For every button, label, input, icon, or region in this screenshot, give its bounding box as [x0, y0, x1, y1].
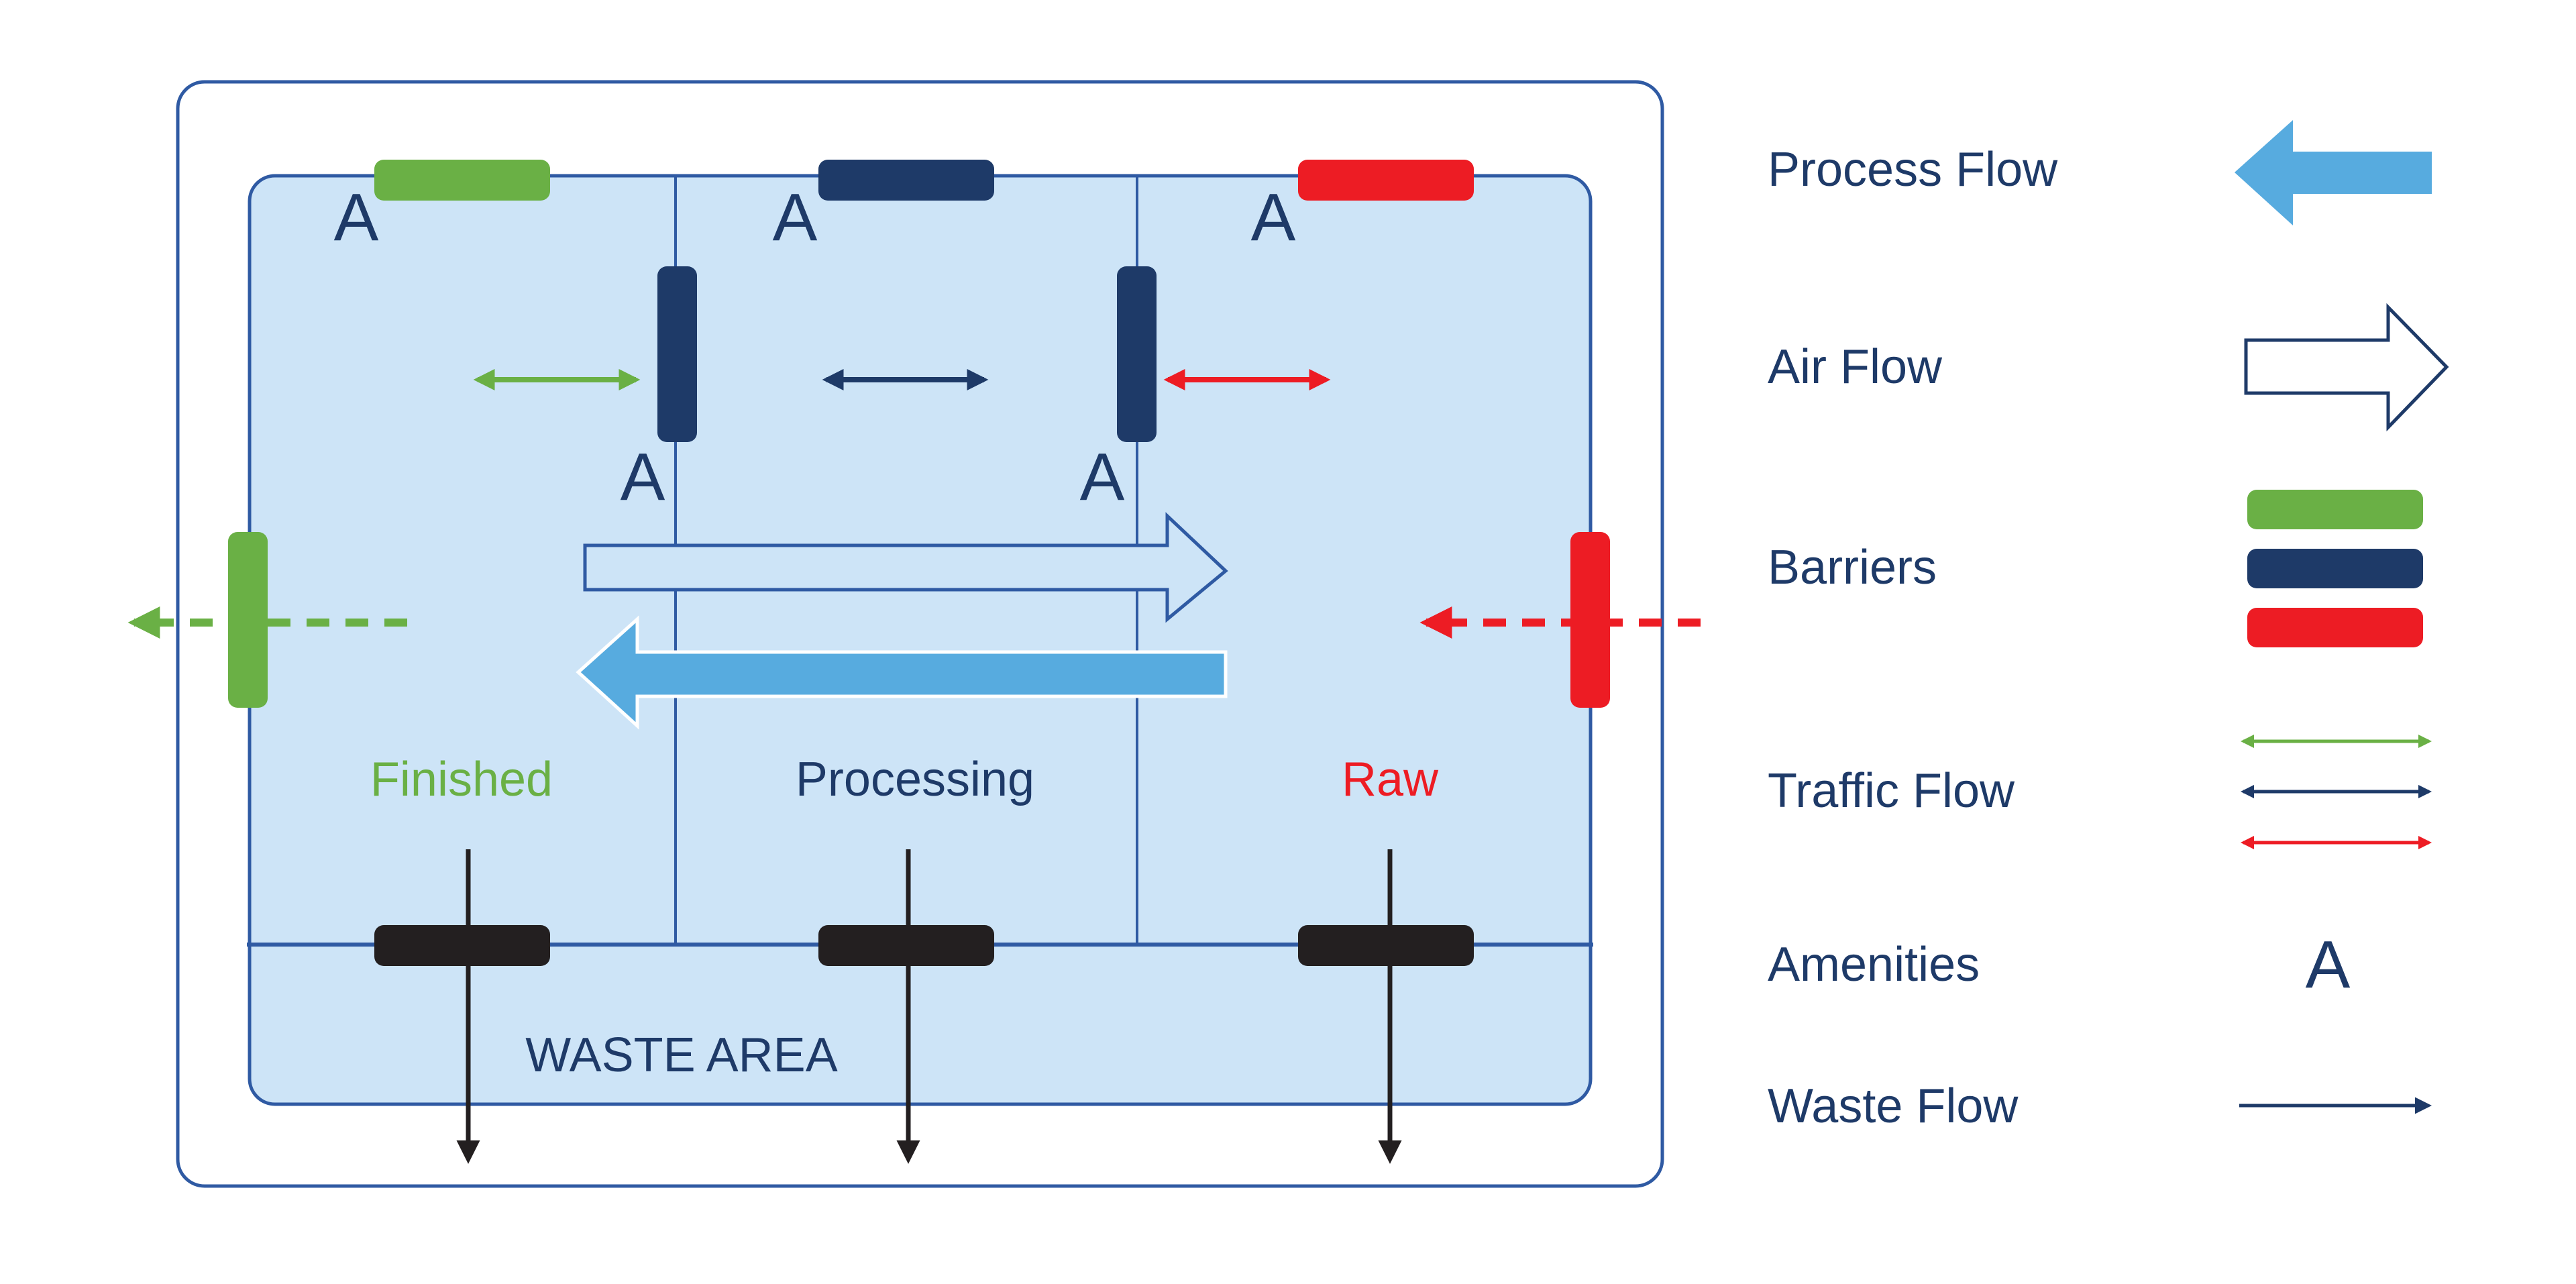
amenity-marker: A	[1080, 439, 1125, 515]
legend-label-barriers: Barriers	[1768, 541, 1937, 594]
legend-label-traffic-flow: Traffic Flow	[1768, 764, 2015, 818]
air-flow-arrow	[583, 512, 1228, 623]
zone-label-finished: Finished	[370, 753, 553, 806]
legend-label-amenities: Amenities	[1768, 938, 1980, 992]
process-flow-arrow	[576, 615, 1228, 730]
amenity-marker: A	[334, 180, 379, 255]
barrier-finished-processing	[657, 266, 697, 442]
barrier-finished-top	[374, 160, 550, 201]
legend-label-waste-flow: Waste Flow	[1768, 1079, 2019, 1133]
zone-label-raw: Raw	[1342, 753, 1439, 806]
amenity-marker: A	[1251, 180, 1296, 255]
waste-area-label: WASTE AREA	[525, 1028, 837, 1082]
legend-amenity-icon: A	[2306, 927, 2351, 1002]
legend-barrier-red-swatch	[2247, 608, 2423, 647]
barrier-raw-top	[1298, 160, 1474, 201]
barrier-raw-side	[1570, 532, 1610, 708]
waste-barrier-processing	[818, 925, 994, 966]
legend-barrier-green-swatch	[2247, 490, 2423, 529]
barrier-finished-side	[228, 532, 268, 708]
legend-air-flow-icon	[2244, 303, 2449, 432]
barrier-processing-raw	[1117, 266, 1157, 442]
zone-label-processing: Processing	[796, 753, 1034, 806]
legend-barrier-navy-swatch	[2247, 549, 2423, 588]
waste-barrier-finished	[374, 925, 550, 966]
amenity-marker: A	[621, 439, 665, 515]
legend: Process Flow Air Flow Barriers Traffic F…	[1768, 120, 2449, 1133]
barrier-processing-top	[818, 160, 994, 201]
amenity-marker: A	[773, 180, 818, 255]
waste-barrier-raw	[1298, 925, 1474, 966]
legend-label-air-flow: Air Flow	[1768, 340, 1943, 394]
legend-label-process-flow: Process Flow	[1768, 143, 2058, 197]
legend-process-flow-icon	[2235, 120, 2432, 225]
